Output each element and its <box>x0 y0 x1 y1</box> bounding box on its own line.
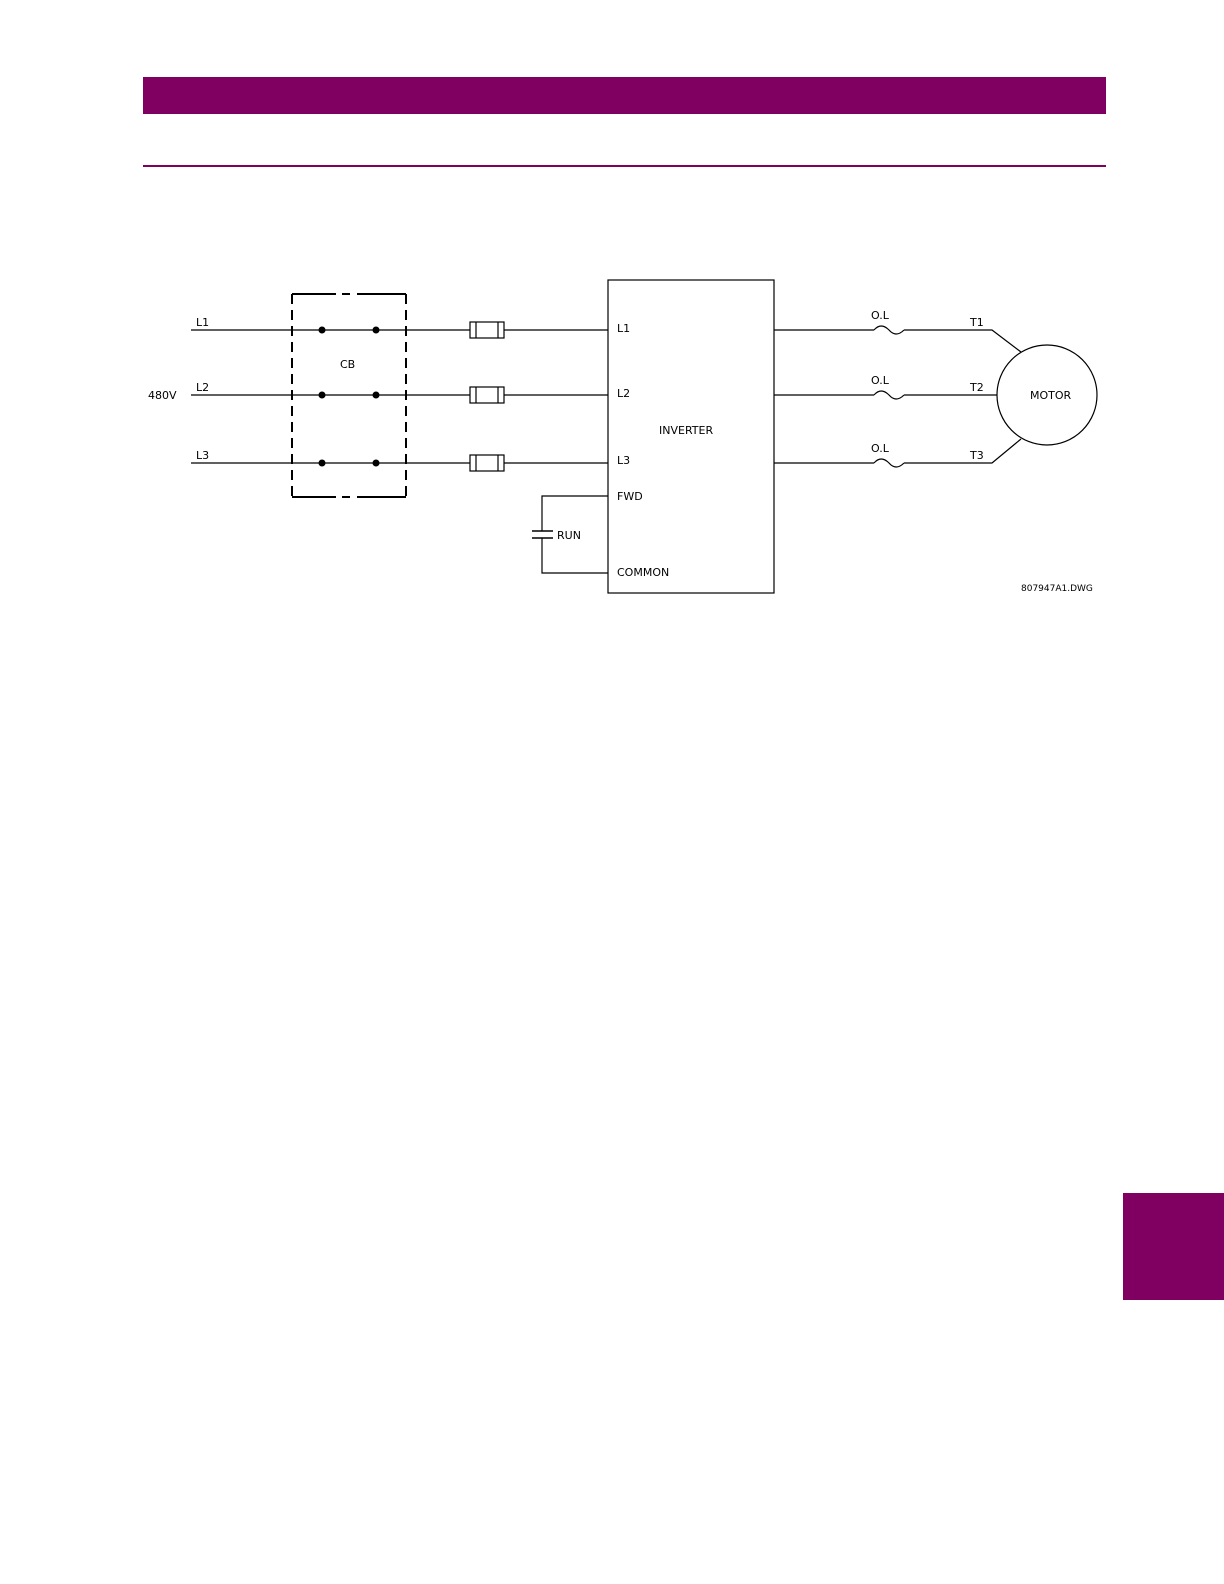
overload-label-1: O.L <box>871 309 890 322</box>
breaker-contacts <box>319 327 380 467</box>
motor-label: MOTOR <box>1030 389 1072 402</box>
inverter-terminal-l2: L2 <box>617 387 630 400</box>
overload-label-3: O.L <box>871 442 890 455</box>
side-tab <box>1123 1193 1224 1300</box>
motor-leads <box>904 330 1021 463</box>
fuse-l3 <box>470 455 504 471</box>
supply-label-l3: L3 <box>196 449 209 462</box>
breaker-label: CB <box>340 358 355 371</box>
fuse-l1 <box>470 322 504 338</box>
motor-terminal-t3: T3 <box>969 449 984 462</box>
overload-t1 <box>874 326 904 334</box>
overload-t3 <box>874 459 904 467</box>
inverter-terminal-fwd: FWD <box>617 490 643 503</box>
drawing-number: 807947A1.DWG <box>1021 584 1093 594</box>
inverter-title: INVERTER <box>659 424 713 437</box>
inverter-terminal-l1: L1 <box>617 322 630 335</box>
inverter-terminal-common: COMMON <box>617 566 669 579</box>
overload-label-2: O.L <box>871 374 890 387</box>
motor-terminal-t2: T2 <box>969 381 984 394</box>
fuse-l2 <box>470 387 504 403</box>
supply-label-l1: L1 <box>196 316 209 329</box>
supply-voltage-label: 480V <box>148 389 177 402</box>
overload-t2 <box>874 391 904 399</box>
run-switch-label: RUN <box>557 529 581 542</box>
supply-label-l2: L2 <box>196 381 209 394</box>
inverter-terminal-l3: L3 <box>617 454 630 467</box>
motor-terminal-t1: T1 <box>969 316 984 329</box>
